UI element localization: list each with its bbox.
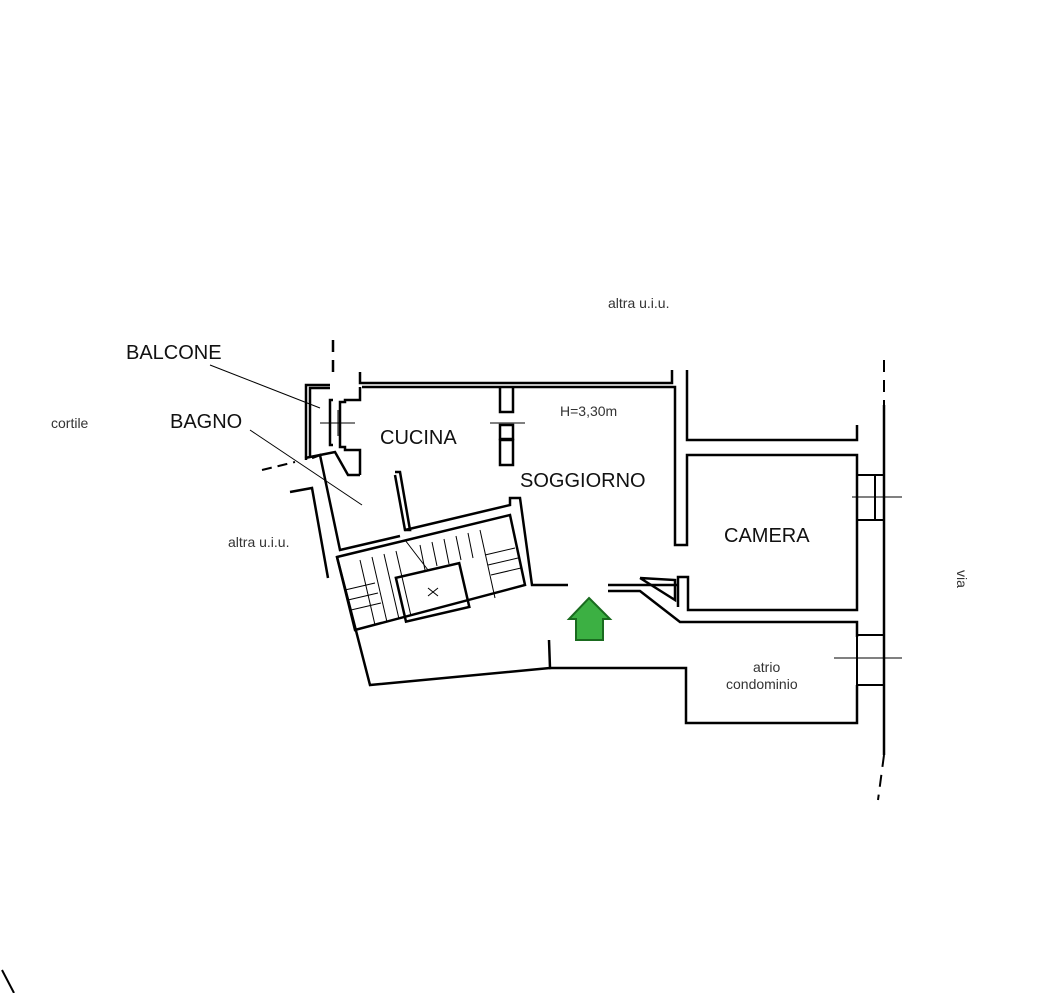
entrance-arrow-icon — [566, 596, 613, 641]
label-altra-uiu-top: altra u.i.u. — [608, 295, 670, 311]
wall-camera-top — [685, 370, 859, 442]
label-condominio: condominio — [726, 676, 798, 692]
label-via: via — [953, 570, 970, 588]
label-cucina: CUCINA — [380, 427, 457, 449]
wall-top-inner — [362, 385, 859, 612]
label-bagno: BAGNO — [170, 411, 243, 433]
label-camera: CAMERA — [724, 525, 810, 547]
label-atrio: atrio — [753, 659, 781, 675]
label-height: H=3,30m — [560, 403, 618, 419]
balcone — [304, 383, 330, 460]
balcone-leader — [209, 364, 321, 409]
label-soggiorno: SOGGIORNO — [520, 470, 646, 492]
stair-steps — [344, 529, 522, 626]
label-cortile: cortile — [51, 415, 89, 431]
wall-top — [358, 370, 674, 385]
label-altra-uiu-left: altra u.i.u. — [228, 534, 290, 550]
bagno-leader — [249, 429, 363, 506]
label-balcone: BALCONE — [126, 342, 222, 364]
stair-well — [335, 513, 527, 632]
